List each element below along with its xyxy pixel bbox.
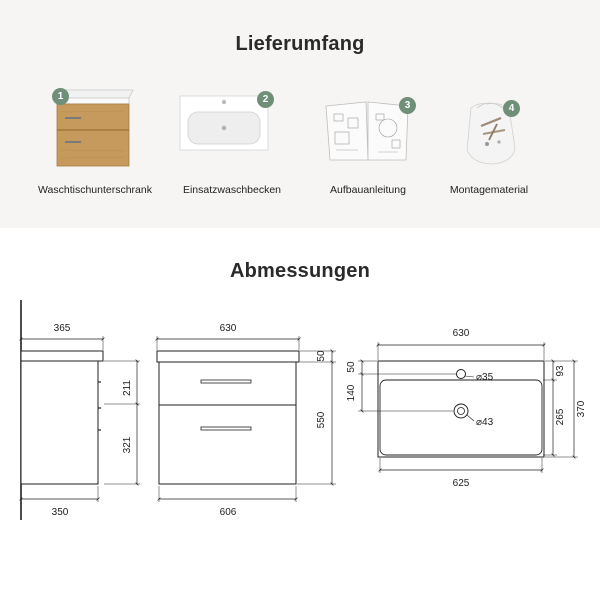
dimensions-heading: Abmessungen [229,260,370,282]
item-label: Einsatzwaschbecken [182,184,282,196]
basin-bottom-width: 625 [453,478,470,489]
front-total-height: 550 [316,411,327,428]
front-top-width: 630 [220,323,237,334]
drain-diameter: ⌀43 [476,417,494,428]
front-basin-height: 50 [316,350,327,362]
item-label: Waschtischunterschrank [38,184,152,196]
item-cabinet: 1 Waschtischunterschrank [25,78,165,208]
side-view: 365 350 211 321 [19,300,140,520]
side-lower-drawer: 321 [122,436,133,453]
hardware-bag-icon [419,78,559,178]
item-label: Aufbauanleitung [330,184,406,196]
total-depth: 370 [576,400,587,417]
side-bottom-width: 350 [52,507,69,518]
washbasin-icon [162,78,302,178]
basin-top-view: ⌀35 ⌀43 630 625 50 140 93 265 370 [346,328,587,489]
contents-heading: Lieferumfang [235,33,365,55]
side-top-width: 365 [54,323,71,334]
item-number-badge: 1 [52,88,69,105]
item-manual: 3 Aufbauanleitung [298,78,438,208]
tap-hole-offset: 50 [346,361,357,373]
tap-hole [456,369,466,379]
side-basin [20,350,104,362]
instruction-manual-icon [298,78,438,178]
side-cabinet [20,360,99,485]
drain-offset: 140 [346,384,357,401]
vanity-cabinet-icon [25,78,165,178]
dimension-drawing: 365 350 211 321 630 606 50 [19,300,587,520]
item-number-badge: 4 [503,100,520,117]
basin-top-width: 630 [453,328,470,339]
drawer-handle [200,426,252,431]
side-upper-drawer: 211 [122,380,133,396]
front-basin [156,350,300,363]
rim-depth: 93 [555,365,566,377]
item-label: Montagematerial [449,184,529,196]
drawer-handle [200,379,252,384]
item-number-badge: 3 [399,97,416,114]
item-hardware: 4 Montagematerial [419,78,559,208]
front-view: 630 606 50 550 [155,323,336,518]
front-bottom-width: 606 [220,507,237,518]
tap-hole-diameter: ⌀35 [476,372,494,383]
item-number-badge: 2 [257,91,274,108]
item-basin: 2 Einsatzwaschbecken [162,78,302,208]
bowl-depth: 265 [555,408,566,425]
